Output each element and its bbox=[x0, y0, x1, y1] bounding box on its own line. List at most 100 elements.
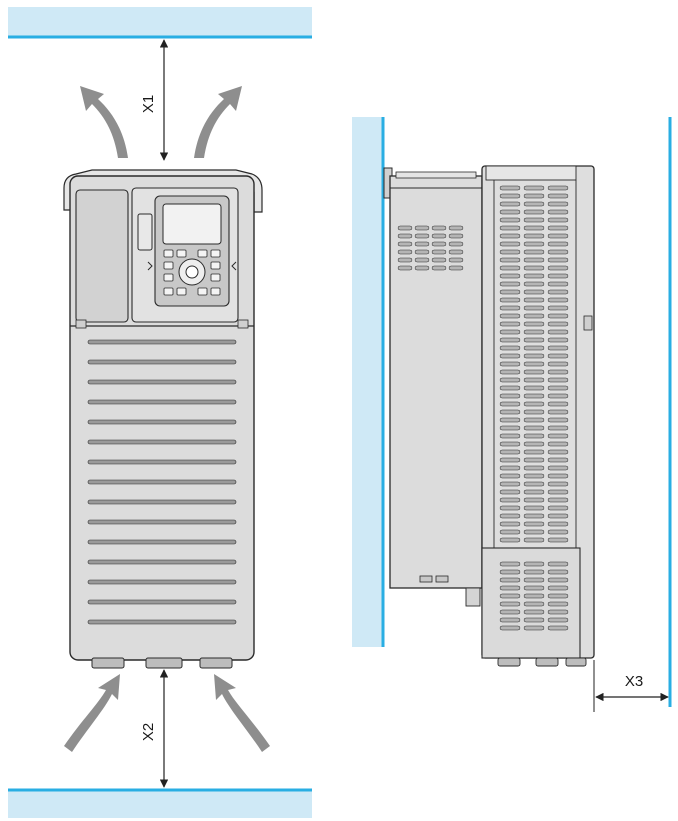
vent-slot bbox=[523, 625, 545, 631]
vent-slot bbox=[499, 609, 521, 615]
vent-slot bbox=[448, 265, 464, 271]
vent-slot bbox=[523, 297, 545, 303]
vent-slot bbox=[523, 593, 545, 599]
vent-slot bbox=[547, 201, 569, 207]
vent-slot bbox=[547, 513, 569, 519]
vent-slot bbox=[547, 609, 569, 615]
vent-slot bbox=[87, 479, 237, 485]
vent-slot bbox=[523, 329, 545, 335]
vent-slot bbox=[523, 233, 545, 239]
vent-slot bbox=[523, 265, 545, 271]
vent-slot bbox=[523, 273, 545, 279]
airflow-arrow-icon bbox=[64, 674, 120, 752]
vent-slot bbox=[499, 225, 521, 231]
vent-slot bbox=[547, 569, 569, 575]
vent-slot bbox=[547, 209, 569, 215]
vent-slot bbox=[523, 585, 545, 591]
vent-slot bbox=[523, 201, 545, 207]
vent-slot bbox=[499, 433, 521, 439]
vent-slot bbox=[431, 241, 447, 247]
vent-slot bbox=[523, 521, 545, 527]
vent-slot bbox=[499, 345, 521, 351]
x2-label: X2 bbox=[140, 723, 157, 741]
vent-slot bbox=[523, 393, 545, 399]
bottom-cable-glands bbox=[91, 657, 233, 669]
drive-front-view bbox=[63, 169, 263, 669]
vent-slot bbox=[431, 225, 447, 231]
x3-dimension: X3 bbox=[593, 660, 669, 712]
vent-slot bbox=[448, 257, 464, 263]
vent-slot bbox=[499, 185, 521, 191]
vent-slot bbox=[547, 425, 569, 431]
vent-slot bbox=[397, 257, 413, 263]
vent-slot bbox=[547, 321, 569, 327]
vent-slot bbox=[87, 539, 237, 545]
vent-slot bbox=[499, 449, 521, 455]
vent-slot bbox=[448, 241, 464, 247]
vent-slot bbox=[547, 257, 569, 263]
vent-slot bbox=[499, 521, 521, 527]
side-vent-slots bbox=[499, 185, 569, 631]
vent-slot bbox=[523, 409, 545, 415]
bottom-clearance-surface bbox=[8, 788, 312, 818]
vent-slot bbox=[547, 313, 569, 319]
vent-slot bbox=[523, 473, 545, 479]
vent-slot bbox=[431, 257, 447, 263]
vent-slot bbox=[547, 297, 569, 303]
front-vent-slots bbox=[87, 339, 237, 625]
vent-slot bbox=[499, 233, 521, 239]
vent-slot bbox=[547, 481, 569, 487]
vent-slot bbox=[547, 489, 569, 495]
vent-slot bbox=[523, 193, 545, 199]
vent-slot bbox=[87, 579, 237, 585]
vent-slot bbox=[87, 339, 237, 345]
vent-slot bbox=[523, 225, 545, 231]
vent-slot bbox=[414, 257, 430, 263]
vent-slot bbox=[547, 305, 569, 311]
vent-slot bbox=[523, 289, 545, 295]
vent-slot bbox=[547, 337, 569, 343]
vent-slot bbox=[499, 425, 521, 431]
vent-slot bbox=[547, 385, 569, 391]
vent-slot bbox=[523, 353, 545, 359]
x1-label: X1 bbox=[140, 95, 157, 113]
vent-slot bbox=[547, 441, 569, 447]
vent-slot bbox=[499, 577, 521, 583]
vent-slot bbox=[547, 617, 569, 623]
vent-slot bbox=[547, 417, 569, 423]
vent-slot bbox=[523, 417, 545, 423]
vent-slot bbox=[547, 273, 569, 279]
vent-slot bbox=[431, 233, 447, 239]
vent-slot bbox=[499, 201, 521, 207]
vent-slot bbox=[87, 619, 237, 625]
vent-slot bbox=[523, 513, 545, 519]
vent-slot bbox=[523, 361, 545, 367]
vent-slot bbox=[499, 353, 521, 359]
vent-slot bbox=[547, 401, 569, 407]
vent-slot bbox=[523, 529, 545, 535]
vent-slot bbox=[499, 281, 521, 287]
vent-slot bbox=[499, 209, 521, 215]
vent-slot bbox=[547, 465, 569, 471]
vent-slot bbox=[499, 393, 521, 399]
vent-slot bbox=[448, 249, 464, 255]
vent-slot bbox=[87, 499, 237, 505]
vent-slot bbox=[499, 193, 521, 199]
vent-slot bbox=[547, 233, 569, 239]
drive-side-view bbox=[383, 165, 595, 667]
vent-slot bbox=[87, 439, 237, 445]
vent-slot bbox=[499, 585, 521, 591]
vent-slot bbox=[414, 233, 430, 239]
vent-slot bbox=[523, 561, 545, 567]
vent-slot bbox=[499, 401, 521, 407]
vent-slot bbox=[87, 379, 237, 385]
vent-slot bbox=[547, 217, 569, 223]
vent-slot bbox=[547, 345, 569, 351]
vent-slot bbox=[547, 433, 569, 439]
keypad-icon bbox=[154, 195, 230, 307]
vent-slot bbox=[547, 289, 569, 295]
vent-slot bbox=[547, 281, 569, 287]
vent-slot bbox=[87, 559, 237, 565]
vent-slot bbox=[397, 241, 413, 247]
vent-slot bbox=[523, 441, 545, 447]
